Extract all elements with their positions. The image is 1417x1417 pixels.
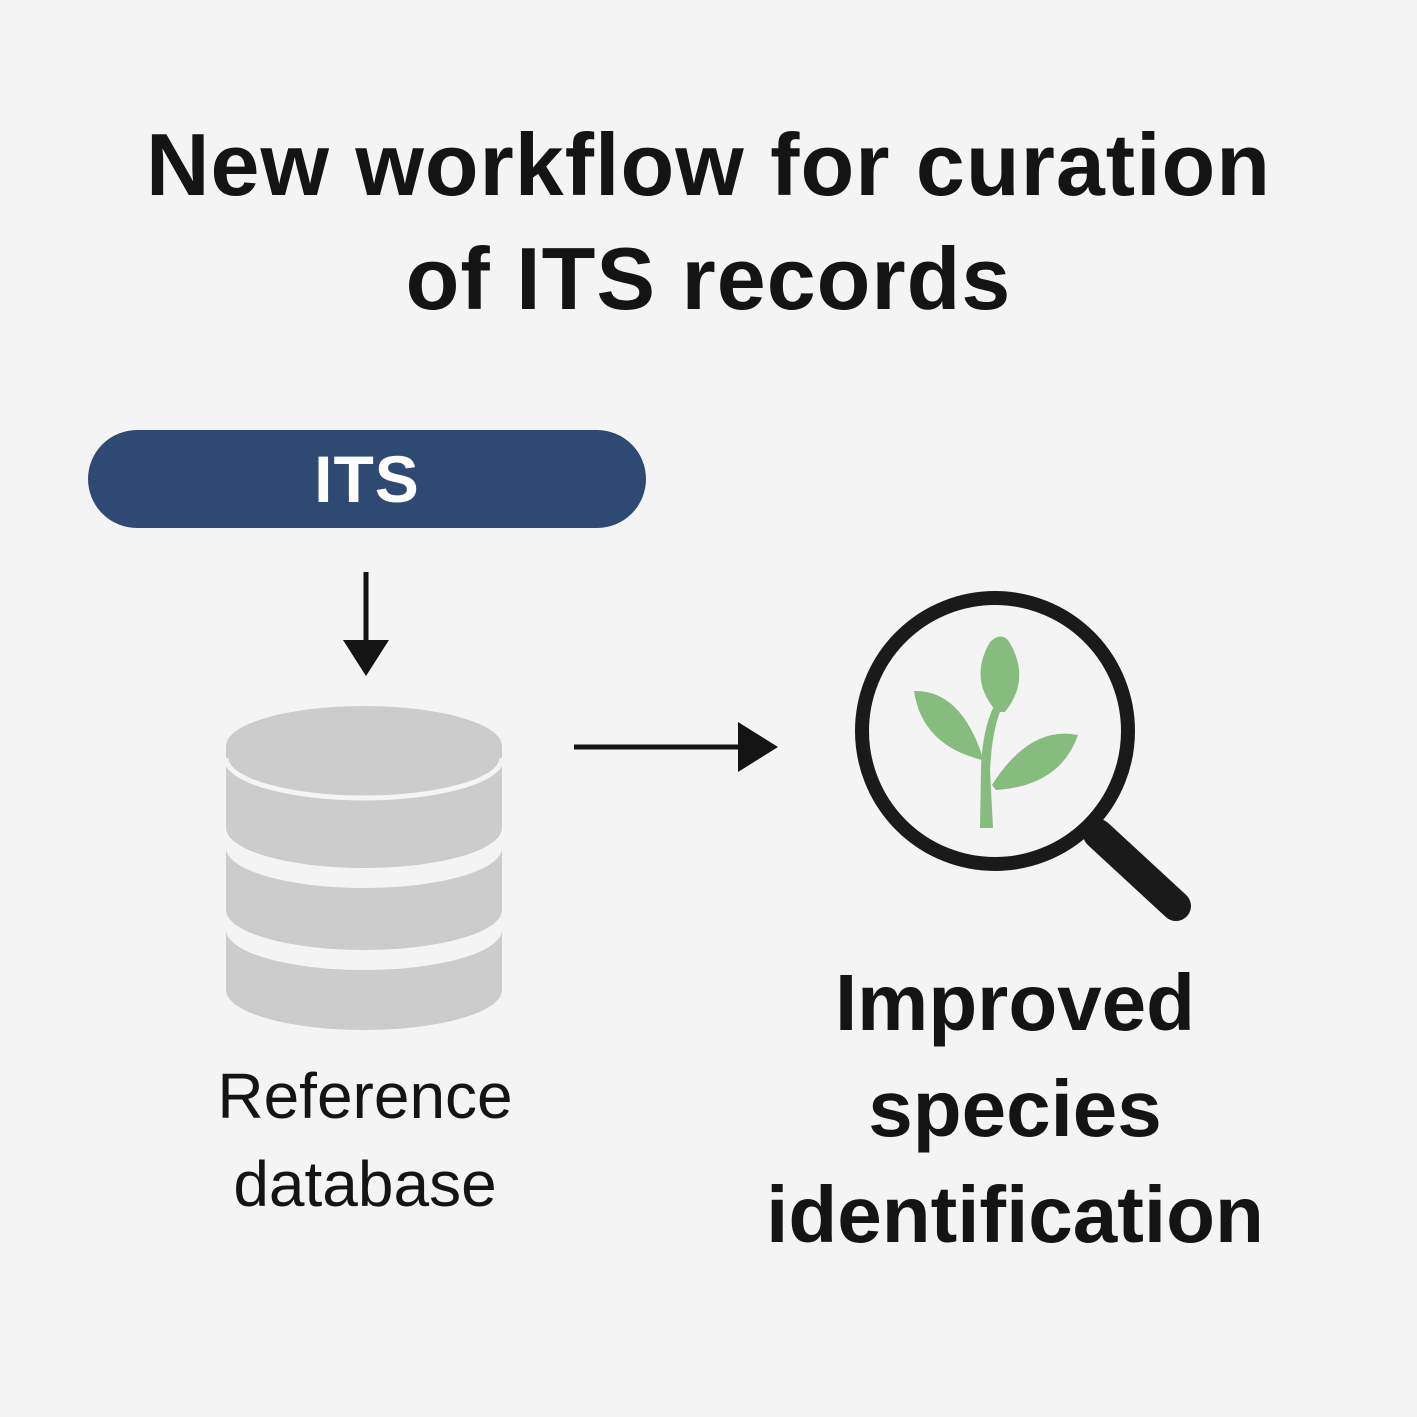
result-label: Improved species identification — [700, 950, 1330, 1268]
right-arrow — [574, 722, 778, 772]
title-line-2: of ITS records — [405, 229, 1012, 328]
database-icon — [223, 706, 505, 1030]
plant-icon — [914, 636, 1078, 828]
result-label-line-3: identification — [766, 1170, 1264, 1259]
result-label-line-1: Improved — [834, 958, 1196, 1047]
title-line-1: New workflow for curation — [145, 115, 1272, 214]
magnifier-plant-icon — [855, 591, 1191, 921]
result-label-line-2: species — [868, 1064, 1162, 1153]
database-label-line-2: database — [233, 1148, 497, 1220]
diagram-title: New workflow for curation of ITS records — [0, 108, 1417, 336]
database-label: Reference database — [140, 1052, 590, 1228]
down-arrow — [343, 572, 389, 676]
database-label-line-1: Reference — [217, 1060, 513, 1132]
its-box: ITS — [88, 430, 646, 528]
its-label: ITS — [314, 442, 420, 516]
